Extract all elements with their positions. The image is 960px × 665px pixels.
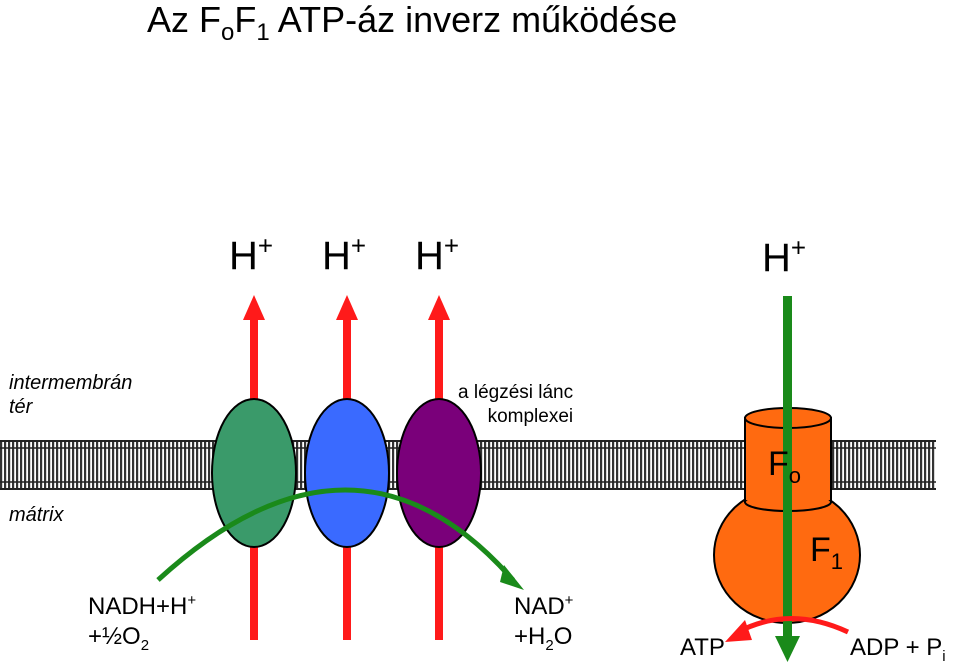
complex-2 (304, 398, 390, 548)
atp-label: ATP (680, 634, 725, 661)
f1-label: F1 (810, 531, 844, 574)
fo-label: Fo (768, 445, 802, 488)
complexes-label: a légzési lánc komplexei (458, 382, 574, 427)
electron-path-arrow (156, 487, 524, 590)
intermembrane-label: intermembrán tér (9, 372, 133, 418)
nadh-label: NADH+H+ +½O2 (88, 592, 197, 654)
nad-label: NAD+ +H2O (514, 592, 574, 654)
complex-3 (396, 398, 482, 548)
proton-label-4: H+ (762, 232, 807, 280)
proton-label-2: H+ (322, 230, 367, 278)
atp-synthesis-arrow (725, 616, 850, 642)
matrix-label: mátrix (9, 504, 64, 526)
adp-label: ADP + Pi (850, 634, 946, 665)
page-title: Az FoF1 ATP-áz inverz működése (147, 0, 678, 47)
proton-label-3: H+ (415, 230, 460, 278)
proton-label-1: H+ (229, 230, 274, 278)
proton-return-arrow (775, 296, 800, 662)
complex-1 (211, 398, 297, 548)
